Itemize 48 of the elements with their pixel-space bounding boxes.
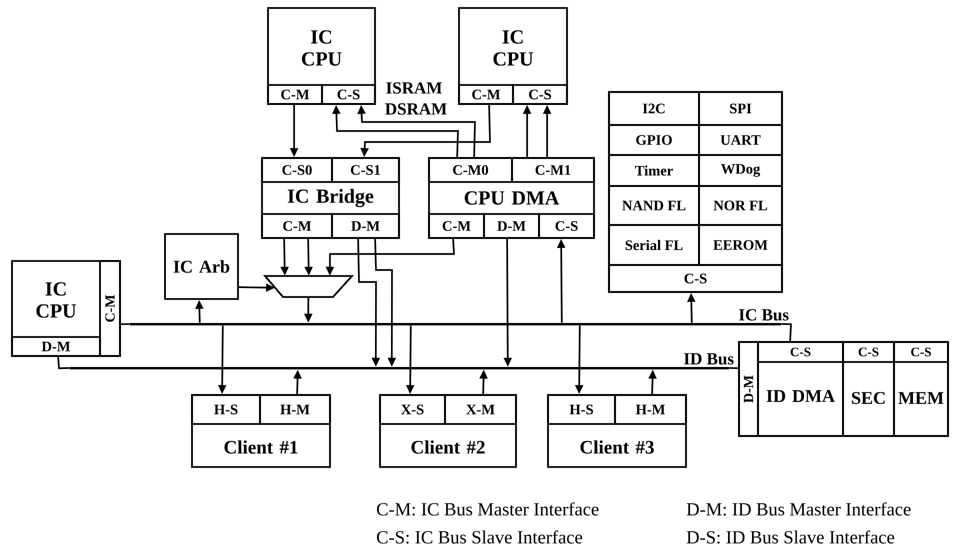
connector-line [781,323,792,342]
port-box: C-S0 [261,157,333,183]
key-note: D-M: ID Bus Master Interface [686,502,911,516]
peripheral-cell: Serial FL [608,224,700,266]
port-box: C-M [267,84,323,105]
port-box: C-M [428,213,485,239]
port-box: D-M [483,213,540,239]
port-box: H-M [614,394,687,425]
port-box: X-S [379,394,446,425]
port-box: X-M [444,394,517,425]
peripheral-cell: NOR FL [698,185,783,226]
key-note: C-M: IC Bus Master Interface [376,502,599,516]
peripheral-cell: SPI [698,91,783,126]
port-box: H-S [547,394,616,425]
port-box: C-M1 [511,157,595,183]
port-box: C-S [608,264,783,293]
port-box: C-M [458,84,514,105]
key-note: C-S: IC Bus Slave Interface [376,530,582,544]
port-box: C-S1 [331,157,400,183]
port-box: C-S [757,341,844,363]
port-box: D-M [738,341,759,437]
edge-label: DSRAM [384,102,448,116]
peripheral-cell: GPIO [608,124,700,156]
edge-label: ISRAM [384,81,444,95]
peripheral-cell: WDog [698,154,783,187]
peripheral-cell: NAND FL [608,185,700,226]
port-box: D-M [11,336,101,357]
port-box: H-M [259,394,331,425]
port-box: C-M [99,260,121,357]
port-box: C-M [261,213,333,239]
arbiter-box: IC Arb [164,233,239,300]
port-box: C-M0 [428,157,513,183]
port-box: D-M [331,213,400,239]
port-box: C-S [321,84,376,105]
port-box: C-S [512,84,568,105]
peripheral-cell: Timer [608,154,700,187]
peripheral-cell: UART [698,124,783,156]
connector-line [57,356,70,370]
port-box: C-S [538,213,595,239]
key-note: D-S: ID Bus Slave Interface [686,530,894,544]
port-box: H-S [191,394,261,425]
peripheral-cell: EEROM [698,224,783,266]
port-box: C-S [893,341,949,363]
peripheral-cell: I2C [608,91,700,126]
bus-line: IC Bus [130,309,789,326]
connector-line [120,323,130,326]
connector-line [729,367,740,370]
port-box: C-S [842,341,895,363]
